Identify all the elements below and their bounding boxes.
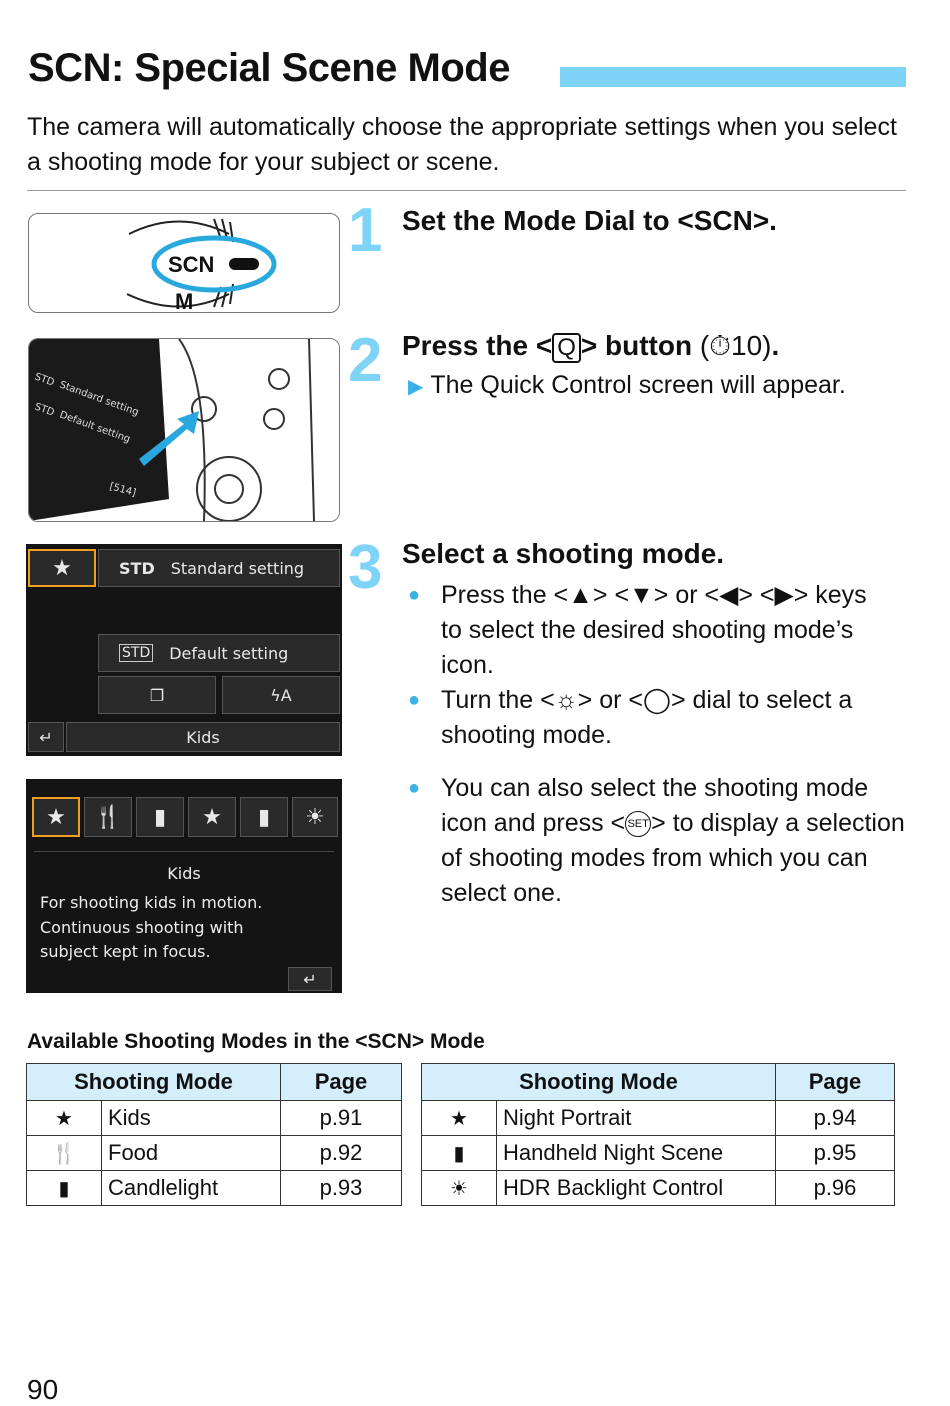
col-header-mode: Shooting Mode [421,1063,776,1101]
food-icon: 🍴 [26,1135,102,1171]
page-number: 90 [27,1374,59,1405]
hdr-backlight-icon: ☀ [421,1170,497,1206]
page-ref: (⏱10) [699,330,772,361]
mode-selection-screen: ★ 🍴 ▮ ★ ▮ ☀ Kids For shooting kids in mo… [26,779,342,993]
mode-hdr-backlight-icon[interactable]: ☀ [292,797,338,837]
mode-night-portrait-icon[interactable]: ★ [188,797,236,837]
step-1-title: Set the Mode Dial to <SCN>. [402,205,777,236]
flash-mode-button[interactable]: ϟA [222,676,340,714]
modes-table-right: Shooting Mode Page ★ Night Portrait p.94… [421,1063,895,1206]
mode-dial-illustration: SCN M [28,213,340,313]
kids-icon: ★ [26,1100,102,1136]
table-title: Available Shooting Modes in the <SCN> Mo… [27,1030,485,1053]
handheld-night-icon: ▮ [421,1135,497,1171]
mode-kids-icon[interactable]: ★ [32,797,80,837]
title-accent-bar [560,67,906,87]
modes-table-left: Shooting Mode Page ★ Kids p.91 🍴 Food p.… [26,1063,402,1206]
page-title: SCN: Special Scene Mode [28,46,510,90]
main-dial-icon: ☼ [554,686,578,714]
mode-name-bar: Kids [66,722,340,752]
step-3-bullet-1: ●Press the <▲> <▼> or <◀> <▶> keys to se… [408,578,888,683]
kids-mode-icon[interactable]: ★ [28,549,96,587]
result-arrow-icon: ▶ [408,376,424,398]
scn-glyph: SCN [367,1030,412,1053]
back-button[interactable]: ↵ [28,722,64,752]
mode-description-3: subject kept in focus. [40,942,211,961]
quick-control-dial-icon: ◯ [642,686,671,714]
intro-text: The camera will automatically choose the… [27,113,897,176]
scn-glyph: SCN [693,205,753,236]
camera-back-illustration: STD Standard setting STD Default setting… [28,338,340,522]
mode-description-2: Continuous shooting with [40,918,244,937]
col-header-mode: Shooting Mode [26,1063,281,1101]
table-row: ▮ Candlelight p.93 [26,1170,402,1206]
drive-mode-button[interactable]: ❐ [98,676,216,714]
step-3-title: Select a shooting mode. [402,538,725,569]
step-number-3: 3 [348,533,383,602]
bullet-icon: ● [408,584,421,606]
bullet-icon: ● [408,689,421,711]
table-row: ▮ Handheld Night Scene p.95 [421,1135,895,1171]
divider [27,190,906,191]
step-3-bullet-3: ● You can also select the shooting mode … [408,771,908,911]
dial-scn-label: SCN [168,252,214,277]
mode-handheld-night-icon[interactable]: ▮ [240,797,288,837]
step-2-result: ▶ The Quick Control screen will appear. [408,371,846,399]
step-number-1: 1 [348,196,383,265]
q-key-icon: Q [552,333,581,363]
night-portrait-icon: ★ [421,1100,497,1136]
bullet-icon: ● [408,777,421,799]
col-header-page: Page [280,1063,402,1101]
step-2-title: Press the <Q> button (⏱10). [402,330,780,363]
table-row: 🍴 Food p.92 [26,1135,402,1171]
dial-m-label: M [175,289,193,312]
table-row: ★ Night Portrait p.94 [421,1100,895,1136]
table-row: ★ Kids p.91 [26,1100,402,1136]
mode-candlelight-icon[interactable]: ▮ [136,797,184,837]
scn-glyph: SCN [28,46,111,90]
set-button-icon: SET [625,811,652,838]
candlelight-icon: ▮ [26,1170,102,1206]
mode-food-icon[interactable]: 🍴 [84,797,132,837]
mode-description-1: For shooting kids in motion. [40,893,263,912]
selected-mode-name: Kids [167,864,201,883]
step-number-2: 2 [348,326,383,395]
col-header-page: Page [775,1063,895,1101]
back-button[interactable]: ↵ [288,967,332,991]
step-3-bullet-2: ● Turn the <☼> or <◯> dial to select a s… [408,683,908,753]
table-row: ☀ HDR Backlight Control p.96 [421,1170,895,1206]
